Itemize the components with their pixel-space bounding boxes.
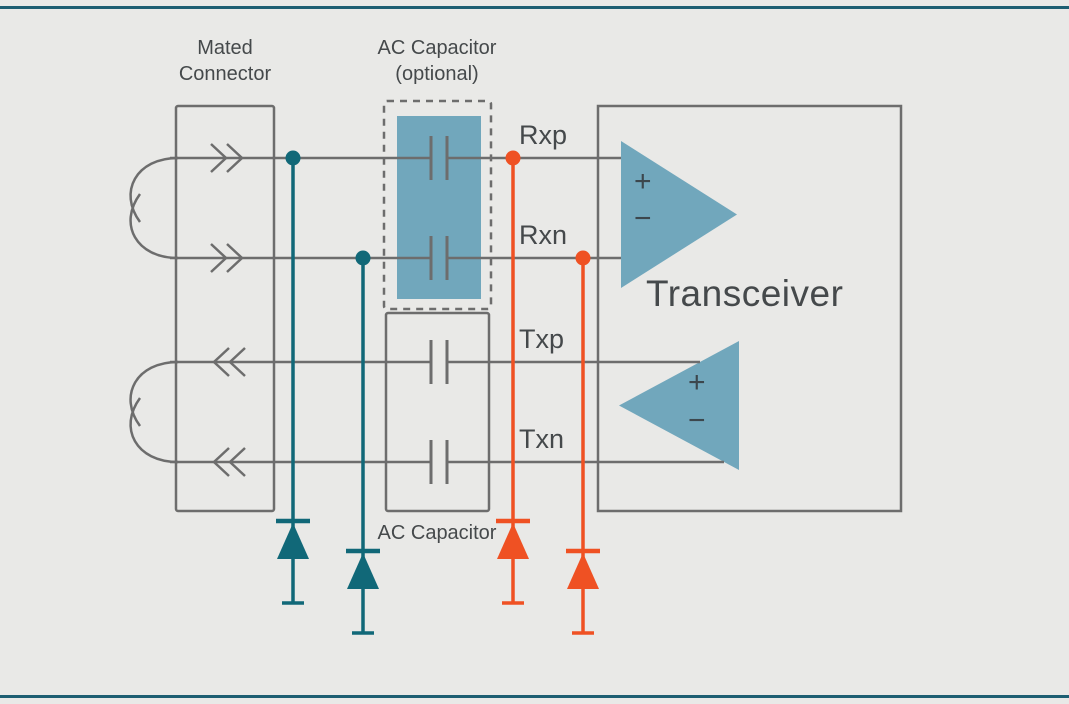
ac-capacitor-optional-label-line1: AC Capacitor (377, 37, 497, 59)
junction-dot-orange-rxn (575, 250, 591, 266)
rxp-chevron-right-icon (226, 143, 244, 173)
mated-connector-box (174, 104, 276, 513)
txp-label: Txp (519, 324, 565, 354)
txn-chevron-left-icon (212, 447, 230, 477)
diode-orange-1-icon (497, 523, 529, 559)
diode-orange-2-icon (567, 553, 599, 589)
tx-amplifier-plus-label: + (688, 366, 706, 399)
junction-dot-teal-rxp (285, 150, 301, 166)
mated-connector-label-line1: Mated (197, 37, 253, 59)
txp-chevron-left-icon (228, 347, 246, 377)
junction-dot-orange-rxp (505, 150, 521, 166)
txn-label: Txn (519, 424, 565, 454)
tx-amplifier-triangle (619, 341, 739, 470)
tx-cable-arc (129, 360, 179, 427)
diode-teal-1-icon (277, 523, 309, 559)
rx-amplifier-triangle (621, 141, 737, 288)
tx-cable-arc (129, 397, 179, 464)
capacitor-highlight-region (397, 116, 481, 299)
rxp-chevron-right-icon (210, 143, 228, 173)
transceiver-box (596, 104, 903, 513)
rxn-chevron-right-icon (226, 243, 244, 273)
ac-capacitor-optional-label-line2: (optional) (395, 63, 479, 85)
rxp-label: Rxp (519, 120, 568, 150)
ac-capacitor-box (384, 311, 491, 513)
mated-connector-label-line2: Connector (178, 63, 272, 85)
rxn-chevron-right-icon (210, 243, 228, 273)
ac-capacitor-label: AC Capacitor (377, 522, 497, 544)
junction-dot-teal-rxn (355, 250, 371, 266)
rx-cable-arc (129, 193, 179, 260)
tx-amplifier-minus-label: − (688, 404, 706, 437)
transceiver-label: Transceiver (646, 273, 844, 314)
txp-chevron-left-icon (212, 347, 230, 377)
rxn-label: Rxn (519, 220, 568, 250)
txn-chevron-left-icon (228, 447, 246, 477)
rx-amplifier-minus-label: − (634, 202, 652, 235)
diode-teal-2-icon (347, 553, 379, 589)
top-border-strip (0, 6, 1069, 9)
rx-cable-arc (129, 156, 179, 223)
rx-amplifier-plus-label: + (634, 165, 652, 198)
bottom-border-strip (0, 695, 1069, 698)
